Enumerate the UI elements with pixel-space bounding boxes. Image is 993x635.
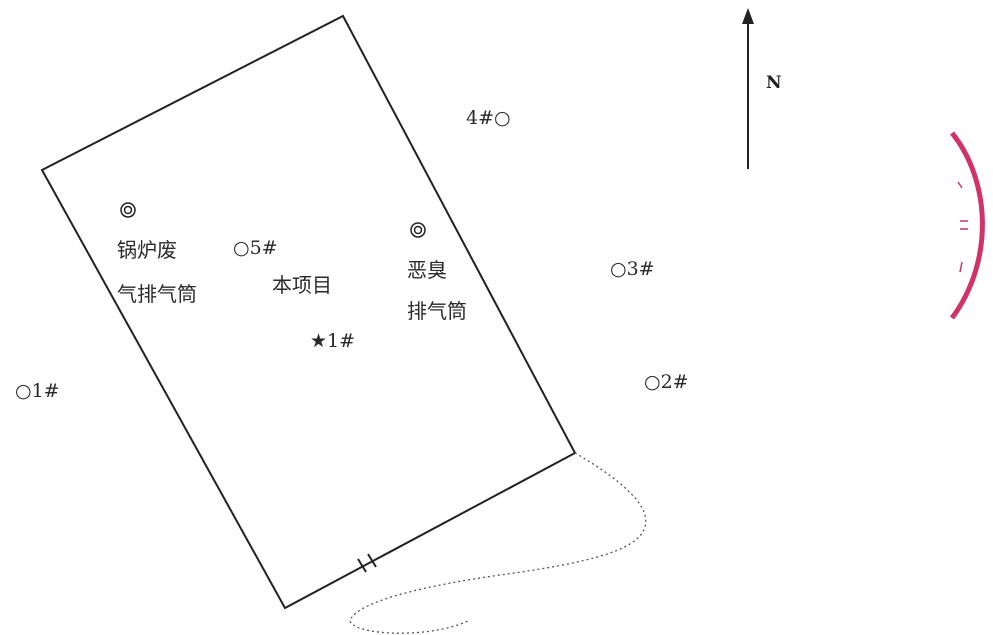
odor-stack-icon: [410, 222, 426, 238]
dotted-boundary: [349, 452, 647, 634]
north-arrow: [742, 8, 754, 169]
project-label: 本项目: [272, 273, 332, 297]
point-1-circle-label: ○1#: [15, 380, 60, 402]
boiler-stack-label-line1: 锅炉废: [117, 238, 177, 262]
gate-mark-right: [367, 553, 377, 568]
point-3-label: ○3#: [610, 258, 655, 280]
odor-stack-label-line2: 排气筒: [407, 299, 467, 323]
north-label: N: [766, 73, 782, 93]
point-5-label: ○5#: [233, 237, 278, 259]
boiler-stack-label-line2: 气排气筒: [117, 282, 197, 306]
odor-stack-label-line1: 恶臭: [407, 258, 447, 282]
point-1-star-label: ★1#: [310, 330, 355, 352]
boiler-stack-icon: [120, 202, 136, 218]
gate-mark-left: [357, 558, 367, 573]
point-2-label: ○2#: [644, 371, 689, 393]
point-4-label: 4#○: [466, 107, 511, 129]
edge-arc: [949, 131, 985, 320]
site-boundary: [40, 14, 577, 610]
